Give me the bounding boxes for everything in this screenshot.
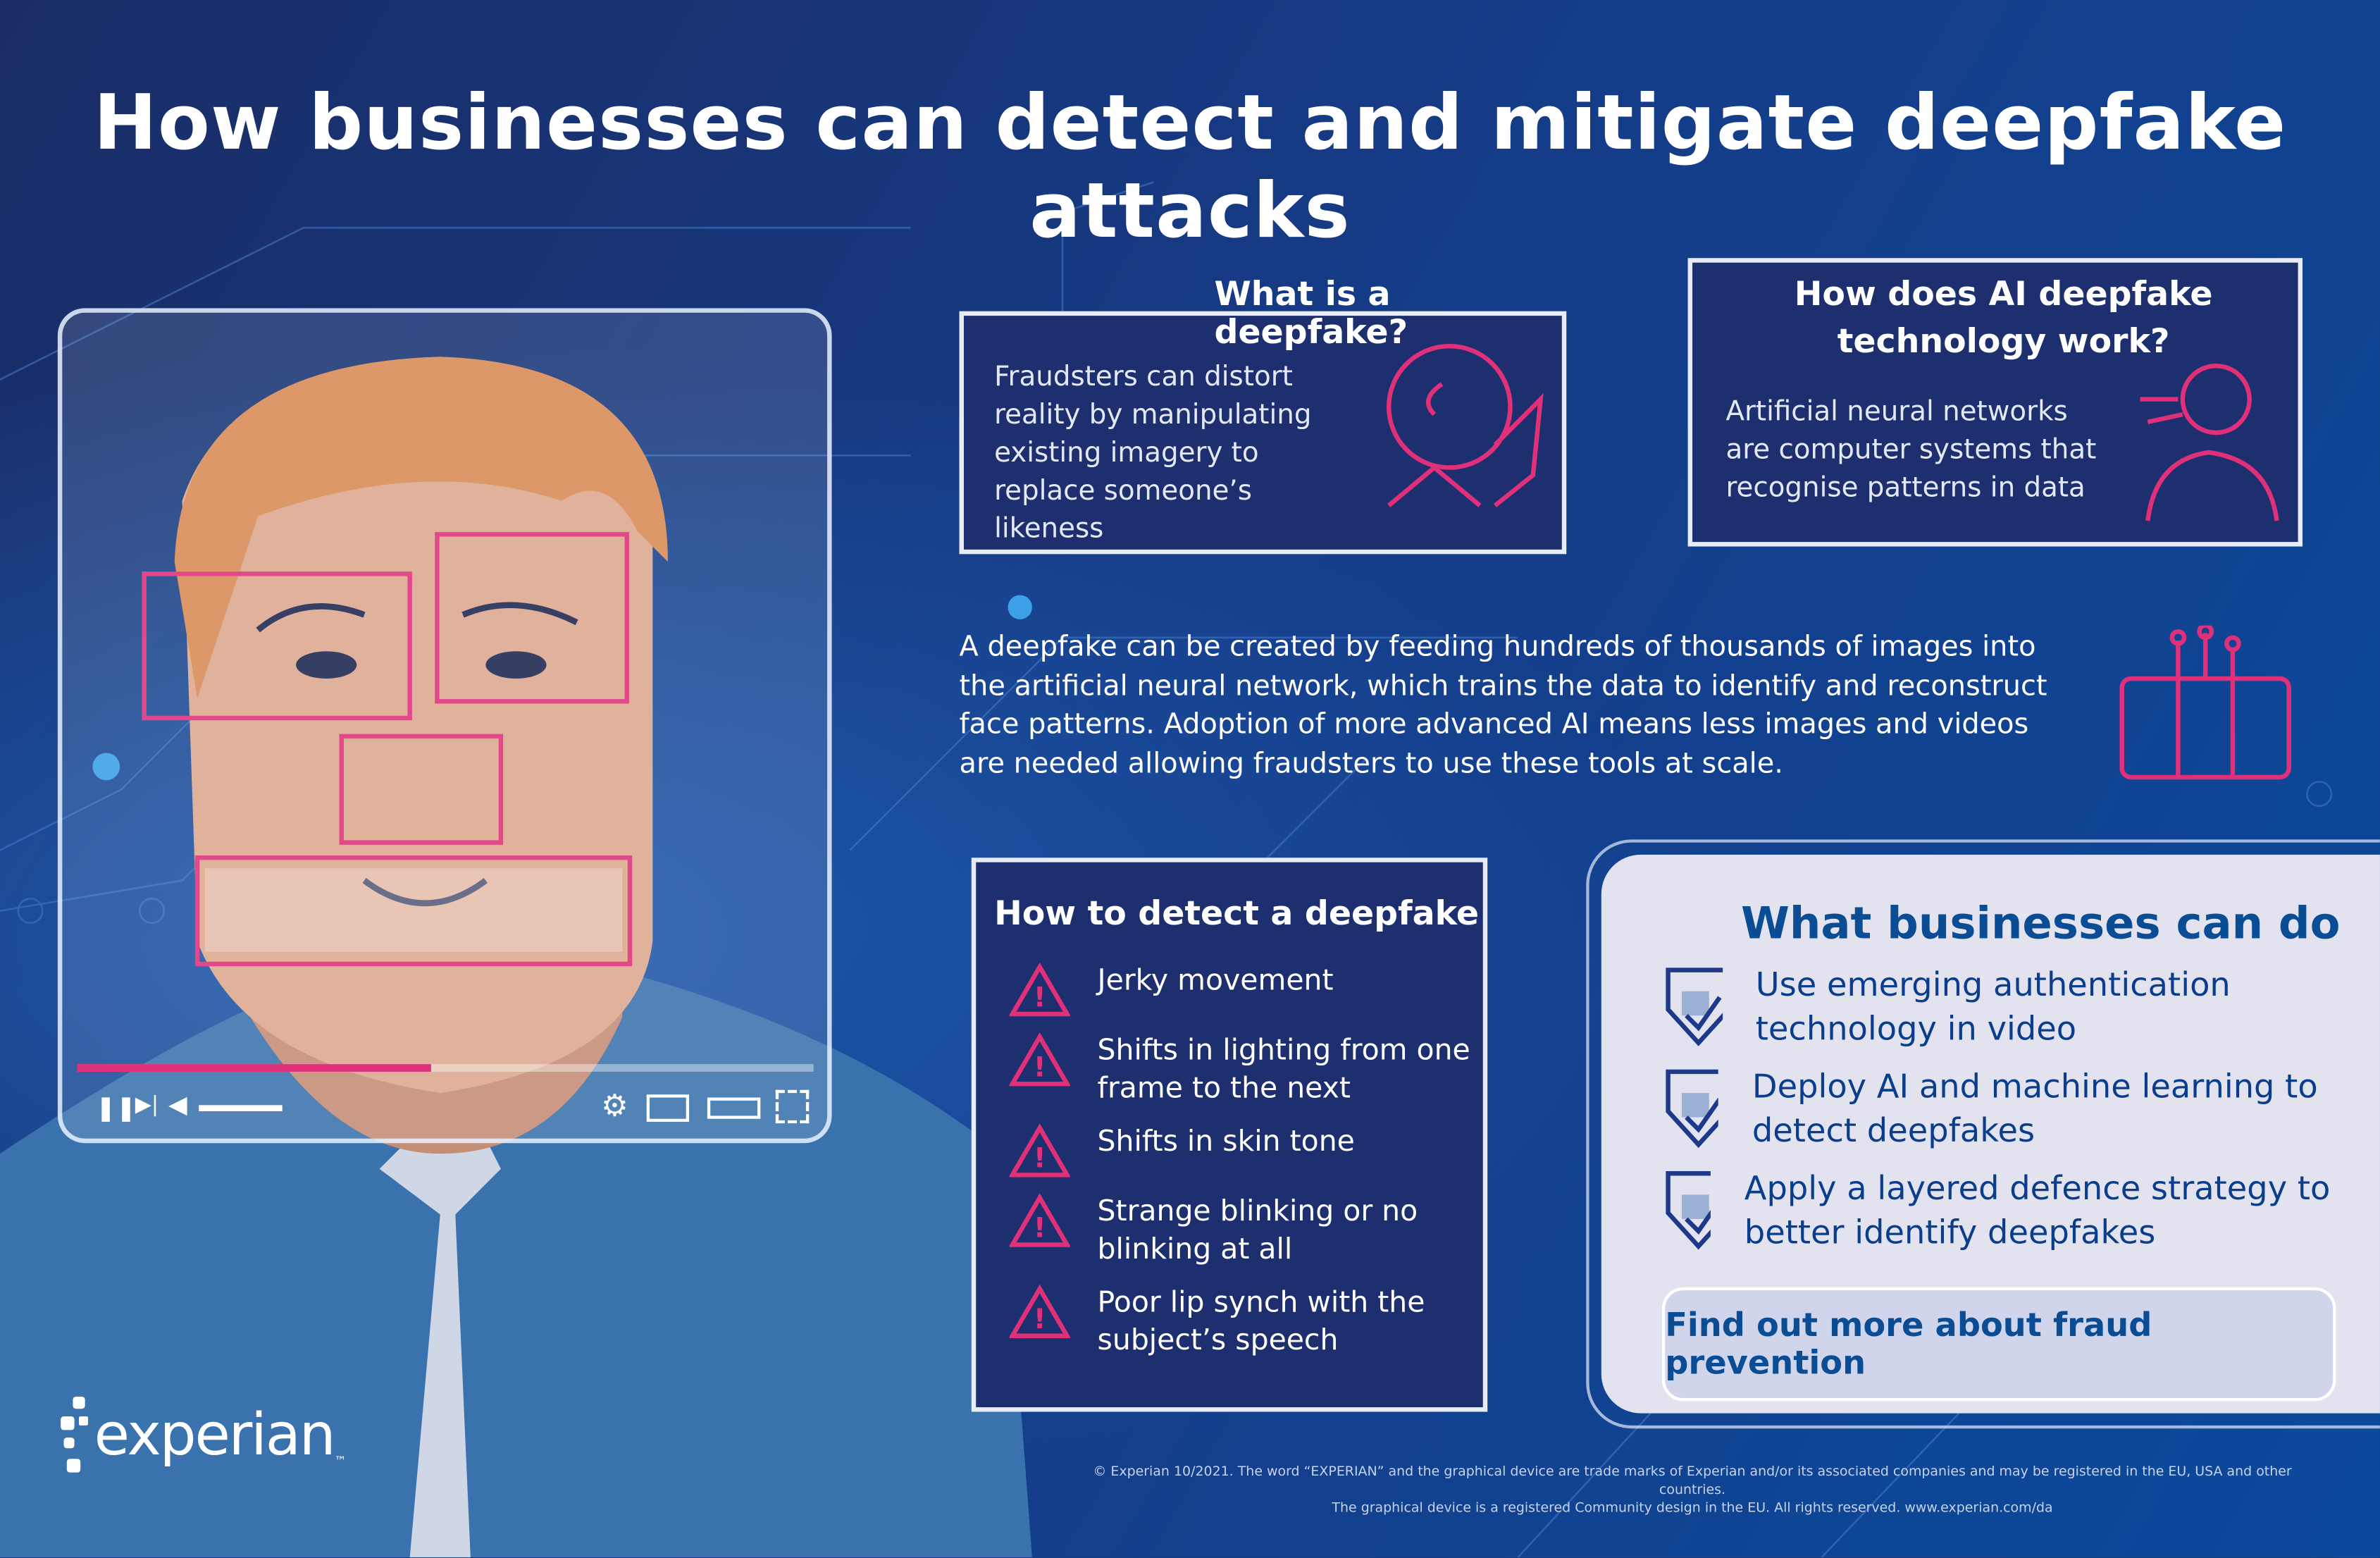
shield-lock-icon — [1666, 1171, 1711, 1250]
neural-network-icon — [2119, 625, 2291, 780]
warning-icon: ! — [1009, 1193, 1070, 1247]
how-ai-heading: How does AI deepfake technology work? — [1794, 276, 2213, 361]
person-illustration — [0, 357, 1032, 1558]
svg-text:!: ! — [1034, 1213, 1046, 1244]
experian-logo: experian ™ — [58, 1389, 347, 1480]
experian-logo-mark — [61, 1396, 88, 1473]
how-ai-text: Artificial neural networks are computer … — [1725, 396, 2097, 505]
detect-list: !Jerky movement !Shifts in lighting from… — [1009, 962, 1473, 1375]
business-heading: What businesses can do — [1740, 897, 2341, 949]
face-morph-icon — [1386, 343, 1544, 507]
detect-item: !Strange blinking or no blinking at all — [1009, 1193, 1473, 1269]
video-player[interactable]: ❚❚ ▶| ◀ ⚙ — [57, 308, 832, 1144]
what-is-heading: What is a deepfake? — [1214, 276, 1408, 352]
video-progress-track[interactable] — [77, 1064, 814, 1072]
theater-icon[interactable] — [707, 1097, 761, 1119]
svg-text:!: ! — [1034, 1051, 1046, 1083]
business-actions-panel: What businesses can do Use emerging auth… — [1586, 839, 2380, 1429]
what-is-deepfake-panel: What is a deepfake? Fraudsters can disto… — [959, 276, 1567, 555]
copyright-footer: © Experian 10/2021. The word “EXPERIAN” … — [1093, 1464, 2292, 1517]
warning-icon: ! — [1009, 1123, 1070, 1177]
volume-slider[interactable] — [199, 1105, 283, 1111]
what-is-text: Fraudsters can distort reality by manipu… — [994, 361, 1312, 545]
ai-head-icon — [2140, 363, 2279, 521]
svg-text:!: ! — [1034, 1143, 1046, 1175]
detect-item: !Shifts in lighting from one frame to th… — [1009, 1032, 1473, 1108]
skip-icon[interactable]: ▶| — [135, 1093, 159, 1118]
how-ai-works-panel: How does AI deepfake technology work? Ar… — [1687, 258, 2303, 547]
warning-icon: ! — [1009, 962, 1070, 1017]
detect-deepfake-panel: How to detect a deepfake !Jerky movement… — [971, 858, 1488, 1412]
deepfake-explanation: A deepfake can be created by feeding hun… — [959, 631, 2047, 780]
detect-item: !Shifts in skin tone — [1009, 1123, 1473, 1178]
volume-icon[interactable]: ◀ — [168, 1089, 187, 1119]
warning-icon: ! — [1009, 1032, 1070, 1087]
svg-text:!: ! — [1034, 982, 1046, 1013]
business-item: Use emerging authentication technology i… — [1662, 964, 2380, 1052]
shield-lock-icon — [1666, 1069, 1719, 1149]
svg-text:!: ! — [1034, 1304, 1046, 1335]
shield-lock-icon — [1666, 967, 1723, 1046]
detect-heading: How to detect a deepfake — [994, 896, 1480, 934]
settings-icon[interactable]: ⚙ — [601, 1087, 628, 1124]
fullscreen-icon[interactable] — [775, 1089, 810, 1124]
business-item: Apply a layered defence strategy to bett… — [1662, 1168, 2380, 1256]
fraud-prevention-link-button[interactable]: Find out more about fraud prevention — [1661, 1287, 2336, 1402]
detect-item: !Poor lip synch with the subject’s speec… — [1009, 1284, 1473, 1361]
miniplayer-icon[interactable] — [646, 1094, 690, 1123]
detect-item: !Jerky movement — [1009, 962, 1473, 1018]
play-pause-icon[interactable]: ❚❚ — [95, 1093, 137, 1123]
business-item: Deploy AI and machine learning to detect… — [1662, 1065, 2380, 1154]
warning-icon: ! — [1009, 1284, 1070, 1339]
page-title: How businesses can detect and mitigate d… — [93, 79, 2287, 255]
